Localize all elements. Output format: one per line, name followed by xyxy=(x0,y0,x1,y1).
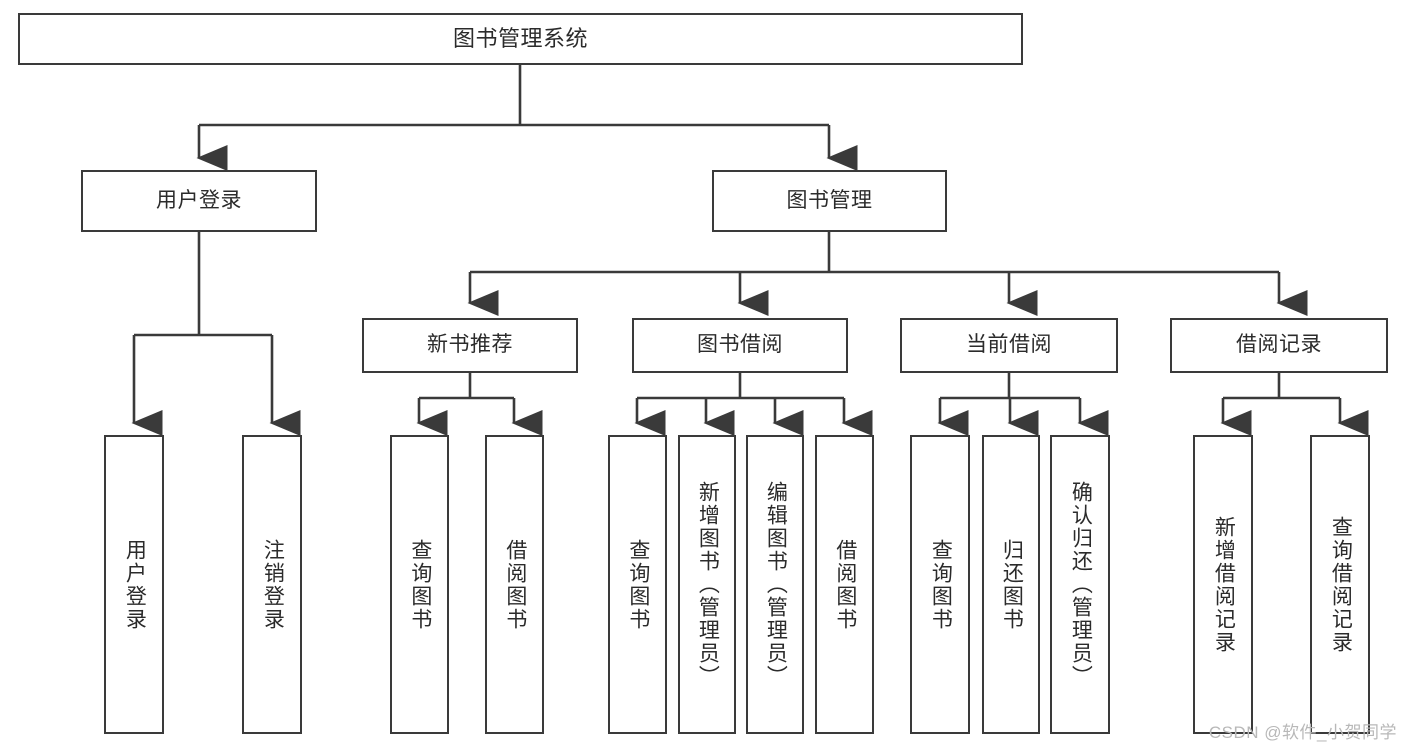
node-book-management-system[interactable]: 图书管理系统 xyxy=(18,13,1023,65)
node-label: 查询图书 xyxy=(626,538,650,631)
leaf-borrow-book-newbook[interactable]: 借阅图书 xyxy=(485,435,544,734)
node-label: 编辑图书（管理员） xyxy=(764,481,788,688)
leaf-confirm-return-admin[interactable]: 确认归还（管理员） xyxy=(1050,435,1110,734)
node-label: 新增图书（管理员） xyxy=(696,481,720,688)
node-label: 当前借阅 xyxy=(966,333,1052,357)
node-label: 图书借阅 xyxy=(697,333,783,357)
node-label: 借阅图书 xyxy=(833,538,857,631)
watermark: CSDN @软件_小贺同学 xyxy=(1208,723,1397,742)
node-label: 借阅记录 xyxy=(1236,333,1322,357)
node-label: 查询借阅记录 xyxy=(1329,515,1353,654)
node-current-borrow[interactable]: 当前借阅 xyxy=(900,318,1118,373)
node-label: 确认归还（管理员） xyxy=(1069,481,1093,688)
node-label: 图书管理系统 xyxy=(452,26,588,52)
node-label: 新书推荐 xyxy=(427,333,513,357)
leaf-add-book-admin[interactable]: 新增图书（管理员） xyxy=(678,435,736,734)
node-borrow-record[interactable]: 借阅记录 xyxy=(1170,318,1388,373)
node-label: 归还图书 xyxy=(1000,538,1024,631)
leaf-return-book[interactable]: 归还图书 xyxy=(982,435,1040,734)
leaf-borrow-book[interactable]: 借阅图书 xyxy=(815,435,874,734)
leaf-query-book-current[interactable]: 查询图书 xyxy=(910,435,970,734)
leaf-edit-book-admin[interactable]: 编辑图书（管理员） xyxy=(746,435,804,734)
leaf-logout[interactable]: 注销登录 xyxy=(242,435,302,734)
leaf-user-login[interactable]: 用户登录 xyxy=(104,435,164,734)
node-label: 借阅图书 xyxy=(503,538,527,631)
node-label: 查询图书 xyxy=(929,538,953,631)
leaf-query-book-borrow[interactable]: 查询图书 xyxy=(608,435,667,734)
leaf-add-borrow-record[interactable]: 新增借阅记录 xyxy=(1193,435,1253,734)
node-label: 图书管理 xyxy=(786,188,873,212)
node-label: 注销登录 xyxy=(261,538,285,631)
node-book-management[interactable]: 图书管理 xyxy=(712,170,947,232)
leaf-query-borrow-record[interactable]: 查询借阅记录 xyxy=(1310,435,1370,734)
leaf-query-book-newbook[interactable]: 查询图书 xyxy=(390,435,449,734)
node-label: 查询图书 xyxy=(408,538,432,631)
node-new-book-recommend[interactable]: 新书推荐 xyxy=(362,318,578,373)
node-book-borrow[interactable]: 图书借阅 xyxy=(632,318,848,373)
node-label: 新增借阅记录 xyxy=(1212,515,1236,654)
node-user-login[interactable]: 用户登录 xyxy=(81,170,317,232)
node-label: 用户登录 xyxy=(156,188,242,212)
node-label: 用户登录 xyxy=(123,538,147,631)
